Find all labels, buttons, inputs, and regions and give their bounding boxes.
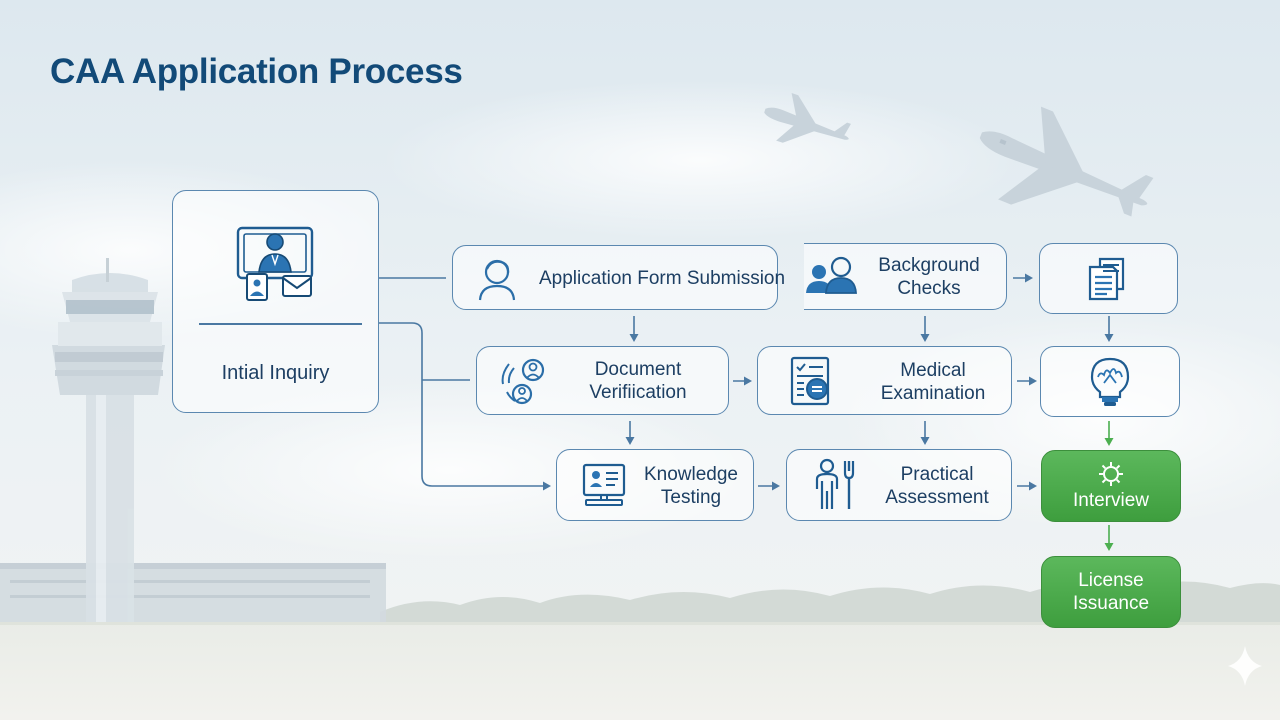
computer-test-icon — [582, 463, 626, 506]
step-evaluation[interactable] — [1040, 346, 1180, 417]
step-label-application-form: Application Form Submission — [539, 268, 786, 289]
step-document-verification[interactable]: Document Verifiication — [476, 346, 729, 415]
step-label-practical-assessment: Practical Assessment — [885, 464, 989, 508]
terminal — [0, 563, 386, 623]
control-tower — [52, 258, 165, 625]
gear-icon — [1099, 461, 1123, 486]
step-document-review[interactable] — [1039, 243, 1178, 314]
verification-people-icon — [501, 358, 545, 404]
step-label-document-verification: Document Verifiication — [589, 359, 687, 403]
step-background-checks[interactable]: Background Checks — [804, 243, 1007, 310]
step-label-license-issuance: License Issuance — [1072, 570, 1150, 614]
step-label-interview: Interview — [1072, 489, 1150, 511]
step-label-knowledge-testing: Knowledge Testing — [643, 464, 739, 508]
step-knowledge-testing[interactable]: Knowledge Testing — [556, 449, 754, 521]
step-initial-inquiry[interactable]: Intial Inquiry — [172, 190, 379, 413]
step-medical-examination[interactable]: Medical Examination — [757, 346, 1012, 415]
step-label-background-checks: Background Checks — [878, 255, 980, 299]
lightbulb-icon — [1090, 357, 1130, 406]
person-fork-icon — [815, 458, 855, 509]
document-stack-icon — [1088, 257, 1124, 300]
applicant-person-icon — [478, 259, 516, 300]
step-practical-assessment[interactable]: Practical Assessment — [786, 449, 1012, 521]
step-label-initial-inquiry: Intial Inquiry — [221, 362, 330, 384]
airplane-small — [764, 93, 851, 143]
applicant-documents-icon — [236, 226, 314, 301]
step-interview[interactable]: Interview — [1041, 450, 1181, 522]
people-group-icon — [806, 256, 857, 294]
step-license-issuance[interactable]: License Issuance — [1041, 556, 1181, 628]
step-label-medical-examination: Medical Examination — [880, 360, 986, 404]
medical-checklist-icon — [790, 356, 830, 405]
diagram-title: CAA Application Process — [50, 52, 463, 91]
step-application-form-submission[interactable]: Application Form Submission — [452, 245, 785, 310]
airplane-large — [979, 106, 1154, 217]
inquiry-divider — [199, 323, 362, 325]
